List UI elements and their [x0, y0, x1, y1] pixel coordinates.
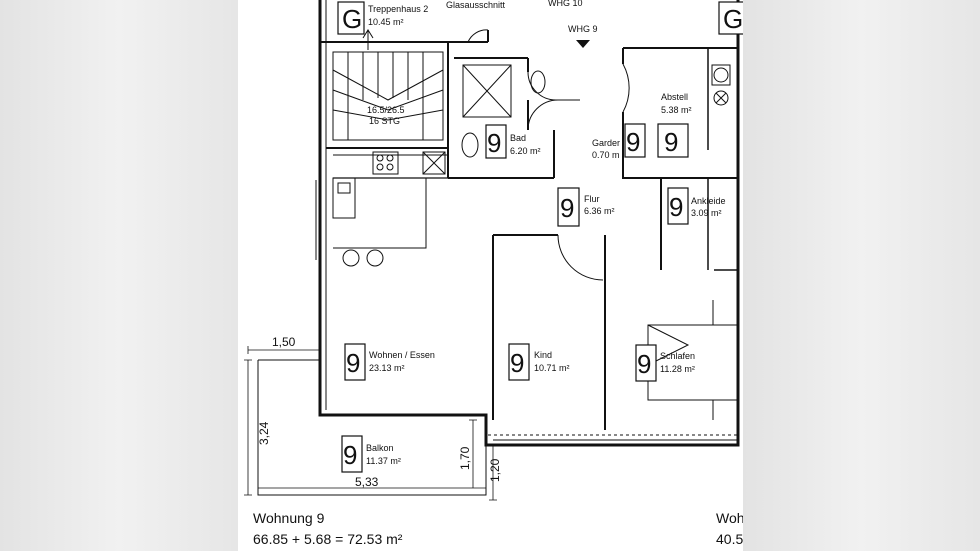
- kitchen: [332, 151, 448, 267]
- badge-9-abstell: 9: [657, 123, 689, 158]
- room-area-bad: 6.20 m²: [510, 146, 541, 156]
- entrance-arrow-icon: [576, 40, 590, 48]
- room-name-balkon: Balkon: [366, 443, 394, 453]
- room-name-flur: Flur: [584, 194, 600, 204]
- badge-g-right: G: [718, 1, 743, 35]
- room-name-bad: Bad: [510, 133, 526, 143]
- badge-9-bad: 9: [485, 124, 507, 159]
- room-area-balkon: 11.37 m²: [366, 456, 401, 466]
- next-apartment-area: 40.5: [716, 531, 743, 547]
- label-top-cut: Glasausschnitt: [446, 0, 506, 10]
- room-area-ankleide: 3.09 m²: [691, 208, 722, 218]
- bathroom-fixtures: [461, 64, 546, 158]
- dimension-1-70: 1,70: [458, 446, 472, 470]
- room-name-garderobe: Garder: [592, 138, 620, 148]
- doors: [467, 29, 630, 281]
- room-name-ankleide: Ankleide: [691, 196, 726, 206]
- floor-plan-sheet: Glasausschnitt WHG 10 WHG 9 16.5/26.5 16…: [238, 0, 743, 551]
- room-name-abstell: Abstell: [661, 92, 688, 102]
- label-stairs-ratio: 16.5/26.5: [367, 105, 405, 115]
- dimension-3-24: 3,24: [257, 421, 271, 445]
- svg-text:9: 9: [626, 127, 640, 157]
- badge-g-treppenhaus: G: [337, 1, 365, 35]
- room-area-garderobe: 0.70 m: [592, 150, 620, 160]
- windows: [315, 180, 738, 441]
- badge-9-kind: 9: [508, 343, 530, 381]
- svg-text:9: 9: [669, 192, 683, 222]
- blurred-background-right: [743, 0, 980, 551]
- label-whg9: WHG 9: [568, 24, 598, 34]
- badge-9-wohnen: 9: [344, 343, 366, 381]
- staircase: [332, 29, 444, 141]
- svg-text:9: 9: [560, 193, 574, 223]
- room-name-treppenhaus: Treppenhaus 2: [368, 4, 428, 14]
- room-area-kind: 10.71 m²: [534, 363, 570, 373]
- svg-text:G: G: [723, 4, 743, 34]
- room-area-wohnen: 23.13 m²: [369, 363, 405, 373]
- next-apartment-name: Woh: [716, 510, 743, 526]
- svg-text:9: 9: [346, 348, 360, 378]
- room-area-schlafen: 11.28 m²: [660, 364, 695, 374]
- apartment-name: Wohnung 9: [253, 510, 325, 526]
- badge-9-flur: 9: [557, 187, 580, 227]
- dimension-1-50: 1,50: [272, 335, 296, 349]
- badge-9-ankleide: 9: [667, 187, 689, 225]
- svg-text:G: G: [342, 4, 362, 34]
- svg-text:9: 9: [637, 349, 651, 379]
- room-name-wohnen: Wohnen / Essen: [369, 350, 435, 360]
- floor-plan-drawing: Glasausschnitt WHG 10 WHG 9 16.5/26.5 16…: [244, 0, 743, 501]
- label-stairs-count: 16 STG: [369, 116, 400, 126]
- svg-text:9: 9: [664, 127, 678, 157]
- svg-text:9: 9: [343, 440, 357, 470]
- room-area-abstell: 5.38 m²: [661, 105, 692, 115]
- room-name-schlafen: Schlafen: [660, 351, 695, 361]
- dimension-lines: [244, 346, 497, 501]
- room-name-kind: Kind: [534, 350, 552, 360]
- balcony-outline: [257, 359, 487, 496]
- badge-9-garderobe: 9: [624, 123, 646, 158]
- apartment-area-formula: 66.85 + 5.68 = 72.53 m²: [253, 531, 403, 547]
- badge-9-schlafen: 9: [635, 344, 657, 382]
- room-area-treppenhaus: 10.45 m²: [368, 17, 404, 27]
- svg-text:9: 9: [510, 348, 524, 378]
- blurred-background-left: [0, 0, 238, 551]
- room-area-flur: 6.36 m²: [584, 206, 615, 216]
- label-whg10: WHG 10: [548, 0, 583, 8]
- badge-9-balkon: 9: [341, 435, 363, 473]
- svg-text:9: 9: [487, 128, 501, 158]
- dimension-5-33: 5,33: [355, 475, 379, 489]
- dimension-1-20: 1,20: [488, 458, 502, 482]
- utility-symbols: [711, 64, 731, 106]
